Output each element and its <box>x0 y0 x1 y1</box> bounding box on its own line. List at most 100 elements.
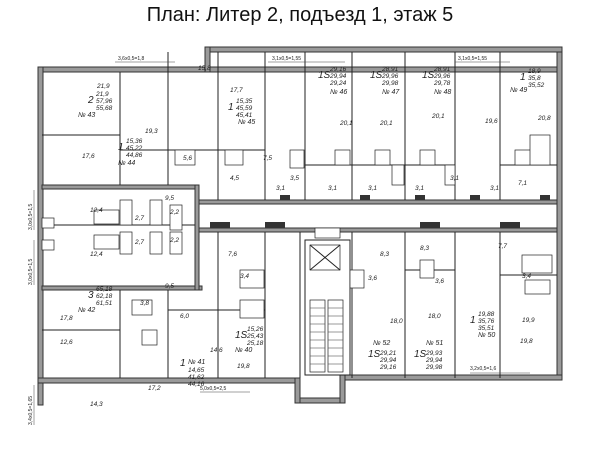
room-area: 7,6 <box>228 251 237 258</box>
apartment-area-living: 28,91 <box>381 66 399 73</box>
apartment-area-total: 29,94 <box>329 73 347 80</box>
room-area: 2,2 <box>169 237 179 244</box>
apartment-area-living: 29,93 <box>425 350 443 357</box>
plan-title: План: Литер 2, подъезд 1, этаж 5 <box>146 4 454 26</box>
room-area: 17,6 <box>82 153 95 160</box>
apartment-number: № 45 <box>238 119 255 126</box>
apartment-area-rated: 61,51 <box>96 300 113 307</box>
apartment-43: 2 21,9 57,96 55,68 № 43 <box>78 91 113 119</box>
room-area: 19,8 <box>237 363 250 370</box>
balcony-lines <box>33 61 530 425</box>
room-area: 3,1 <box>328 185 337 192</box>
apartment-area-rated: 29,16 <box>379 364 397 371</box>
apartment-area-rated: 45,41 <box>236 112 253 119</box>
apartment-area-living: 18,9 <box>528 68 541 75</box>
apartment-labels: 2 21,9 57,96 55,68 № 43 1 15,36 45,22 44… <box>78 66 545 388</box>
apartment-area-living: 28,91 <box>433 66 451 73</box>
outer-walls <box>37 46 563 406</box>
balcony-label: 3,1x0,5=1,55 <box>272 56 301 62</box>
balcony-label: 3,4x0,5=1,65 <box>28 396 34 425</box>
apartment-46: 1S 29,16 29,94 29,24 № 46 <box>318 66 347 96</box>
apartment-area-total: 35,8 <box>528 75 541 82</box>
apartment-area-rated: 29,78 <box>433 80 451 87</box>
room-area: 20,1 <box>379 120 393 127</box>
room-area: 17,7 <box>230 87 243 94</box>
apartment-area-total: 29,94 <box>379 357 397 364</box>
balcony-label: 3,1x0,5=1,55 <box>458 56 487 62</box>
apartment-area-rated: 29,98 <box>381 80 399 87</box>
room-area: 14,3 <box>90 401 103 408</box>
room-area: 3,6 <box>435 278 444 285</box>
apartment-51: 1S 29,93 29,94 29,98 № 51 <box>414 340 443 371</box>
room-area: 2,2 <box>169 209 179 216</box>
apartment-rooms: 1S <box>318 70 331 81</box>
apartment-40: 1S 15,26 25,43 25,18 № 40 <box>235 326 264 354</box>
balcony-label: 3,2x0,5=1,6 <box>470 366 496 372</box>
apartment-area-living: 65,18 <box>96 286 113 293</box>
apartment-area-rated: 29,98 <box>425 364 443 371</box>
room-area: 3,8 <box>140 300 149 307</box>
room-area: 20,1 <box>339 120 353 127</box>
room-area: 7,7 <box>498 243 507 250</box>
apartment-area-living: 29,16 <box>329 66 347 73</box>
balcony-label: 5,0x0,5=2,5 <box>200 386 226 392</box>
partitions-top <box>42 52 557 200</box>
room-area: 18,0 <box>428 313 441 320</box>
room-area-labels: 21,9 15,8 17,7 19,3 17,6 5,6 7,5 4,5 20,… <box>60 65 551 408</box>
apartment-area-rated: 55,68 <box>96 105 113 112</box>
room-area: 17,8 <box>60 315 73 322</box>
apartment-number: № 40 <box>235 347 252 354</box>
apartment-rooms: 1S <box>414 349 427 360</box>
apartment-area-total: 57,96 <box>96 98 113 105</box>
balcony-label: 3,0x0,5=1,5 <box>28 259 34 285</box>
apartment-48: 1S 28,91 29,96 29,78 № 48 <box>422 66 451 96</box>
room-area: 21,9 <box>96 83 110 90</box>
apartment-area-living: 29,21 <box>379 350 397 357</box>
room-area: 7,5 <box>263 155 272 162</box>
room-area: 7,1 <box>518 180 527 187</box>
apartment-area-rated: 44,86 <box>126 152 143 159</box>
room-area: 12,4 <box>90 251 103 258</box>
room-area: 2,7 <box>134 215 144 222</box>
stair-core <box>304 227 351 376</box>
apartment-area-total: 29,96 <box>381 73 399 80</box>
room-area: 19,9 <box>522 317 535 324</box>
apartment-number: № 44 <box>118 160 135 167</box>
room-area: 3,6 <box>368 275 377 282</box>
apartment-rooms: 1S <box>370 70 383 81</box>
apartment-area-total: 62,18 <box>96 293 113 300</box>
apartment-area-rated: 29,24 <box>329 80 347 87</box>
apartment-area-living: 21,9 <box>95 91 109 98</box>
room-area: 3,1 <box>276 185 285 192</box>
apartment-number: № 52 <box>373 340 390 347</box>
apartment-52: 1S 29,21 29,94 29,16 № 52 <box>368 340 397 371</box>
room-area: 3,4 <box>522 273 531 280</box>
apartment-rooms: 1 <box>520 72 526 83</box>
room-area: 12,6 <box>60 339 73 346</box>
apartment-49: 1 18,9 35,8 35,52 № 49 <box>510 68 545 94</box>
room-area: 3,5 <box>290 175 299 182</box>
apartment-area-total: 29,96 <box>433 73 451 80</box>
apartment-42: 3 65,18 62,18 61,51 № 42 <box>78 286 113 314</box>
apartment-number: № 50 <box>478 332 495 339</box>
room-area: 5,6 <box>183 155 192 162</box>
apartment-number: № 48 <box>434 89 451 96</box>
apartment-rooms: 3 <box>88 290 94 301</box>
room-area: 15,8 <box>198 65 211 72</box>
apartment-area-total: 41,62 <box>188 374 205 381</box>
apartment-number: № 46 <box>330 89 347 96</box>
apartment-41: 1 14,65 41,62 44,16 № 41 <box>180 358 205 388</box>
apartment-rooms: 1 <box>118 142 124 153</box>
apartment-45: 1 15,35 45,59 45,41 № 45 <box>228 98 255 126</box>
apartment-number: № 51 <box>426 340 443 347</box>
apartment-area-total: 25,43 <box>246 333 264 340</box>
apartment-area-living: 15,26 <box>247 326 264 333</box>
apartment-rooms: 2 <box>87 95 94 106</box>
room-area: 6,0 <box>180 313 189 320</box>
room-area: 8,3 <box>420 245 429 252</box>
apartment-area-total: 45,59 <box>236 105 253 112</box>
apartment-rooms: 1 <box>228 102 234 113</box>
apartment-area-rated: 25,18 <box>246 340 264 347</box>
apartment-area-rated: 44,16 <box>188 381 205 388</box>
